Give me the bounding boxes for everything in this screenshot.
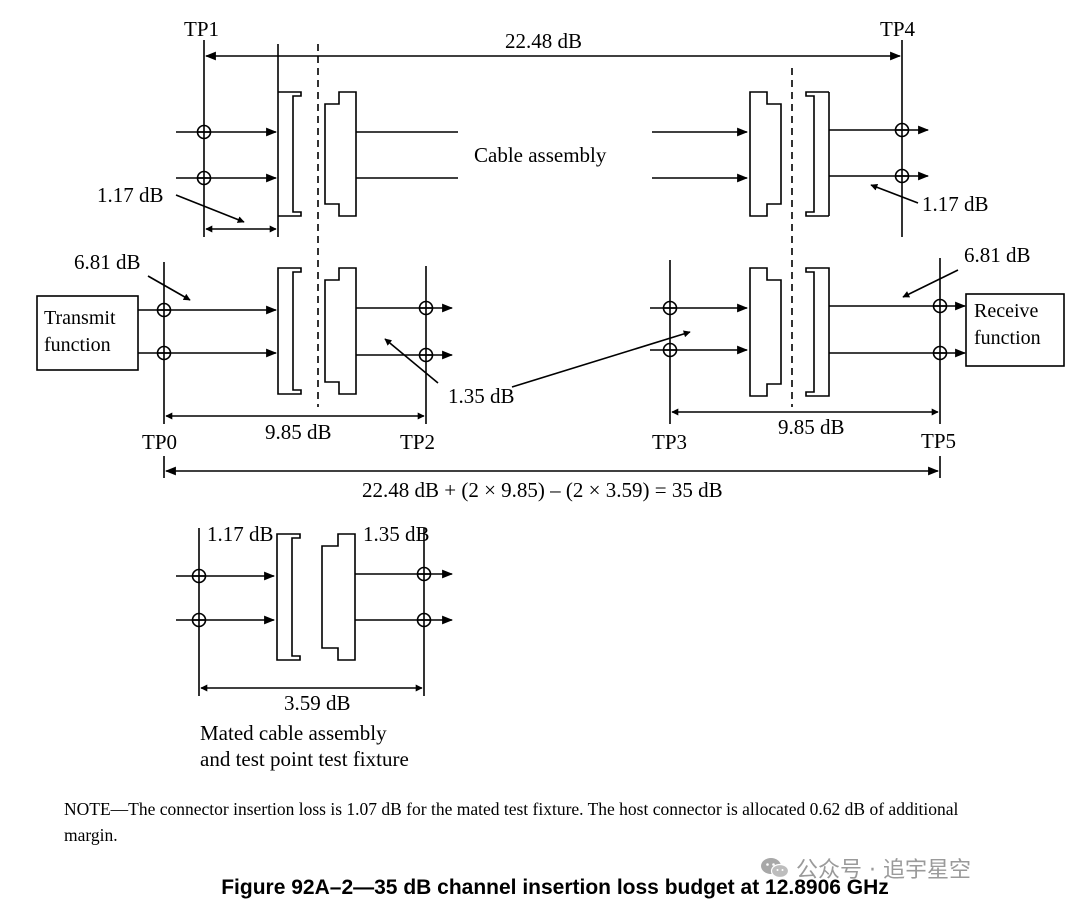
mated-cable-connector	[276, 533, 301, 661]
mated-desc-line2: and test point test fixture	[200, 747, 409, 771]
cable-assembly-group	[175, 40, 930, 237]
transmit-function-box	[36, 295, 139, 371]
mated-right-label: 1.35 dB	[363, 522, 430, 546]
tp0-tp2-label: 9.85 dB	[265, 420, 332, 444]
transmit-label-line2: function	[44, 334, 111, 356]
right-cable-connector-receptacle	[805, 91, 829, 217]
tp0-label: TP0	[142, 430, 177, 454]
tp2-label: TP2	[400, 430, 435, 454]
left-cable-connector-receptacle	[278, 91, 302, 217]
mated-fixture-group	[176, 528, 454, 696]
receive-label-line1: Receive	[974, 300, 1039, 322]
left-cable-conn-leader	[175, 194, 245, 223]
fixture-loss-label: 1.35 dB	[448, 384, 515, 408]
tx-fixture-connector	[324, 267, 357, 395]
fixture-loss-leader-right	[511, 330, 691, 388]
tp5-label: TP5	[921, 429, 956, 453]
host-tx-label: 6.81 dB	[74, 250, 141, 274]
cable-conn-left-label: 1.17 dB	[97, 183, 164, 207]
tp1-label: TP1	[184, 17, 219, 41]
host-rx-label: 6.81 dB	[964, 243, 1031, 267]
mated-fixture-connector	[321, 533, 356, 661]
tp3-label: TP3	[652, 430, 687, 454]
watermark: 公众号 · 追宇星空	[760, 852, 971, 884]
mated-left-label: 1.17 dB	[207, 522, 274, 546]
cable-assembly-label: Cable assembly	[474, 143, 607, 167]
watermark-text: 公众号 · 追宇星空	[796, 858, 971, 883]
figure-note: NOTE—The connector insertion loss is 1.0…	[64, 799, 959, 845]
cable-conn-right-label: 1.17 dB	[922, 192, 989, 216]
transmit-label-line1: Transmit	[44, 307, 116, 329]
right-cable-conn-leader	[870, 183, 919, 204]
tx-host-connector	[277, 267, 302, 395]
left-cable-connector-plug	[324, 91, 357, 217]
mated-total-label: 3.59 dB	[284, 691, 351, 715]
host-rx-leader	[902, 269, 959, 298]
rx-host-connector	[805, 267, 830, 397]
receive-label-line2: function	[974, 327, 1041, 349]
fixture-loss-leader-left	[384, 338, 439, 384]
mated-desc-line1: Mated cable assembly	[200, 721, 387, 745]
tp3-tp5-label: 9.85 dB	[778, 415, 845, 439]
channel-total-label: 22.48 dB + (2 × 9.85) – (2 × 3.59) = 35 …	[362, 478, 723, 502]
figure-caption: Figure 92A–2—35 dB channel insertion los…	[221, 876, 889, 899]
rx-fixture-connector	[749, 267, 782, 397]
receive-function-box	[965, 293, 1065, 367]
cable-total-label: 22.48 dB	[505, 29, 582, 53]
transmit-side-group	[36, 262, 454, 424]
right-cable-connector-plug	[749, 91, 782, 217]
tp4-label: TP4	[880, 17, 916, 41]
wechat-icon	[761, 858, 790, 879]
host-tx-leader	[147, 275, 191, 301]
receive-side-group	[511, 258, 1065, 424]
